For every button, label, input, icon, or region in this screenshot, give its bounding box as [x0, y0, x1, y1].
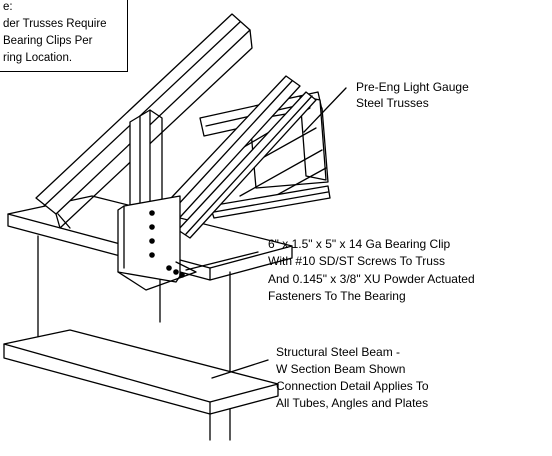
note-line: Bearing Clips Per — [3, 35, 93, 47]
beam-bottom-flange — [3, 329, 279, 441]
beam-leader — [211, 359, 269, 379]
clip-callout-line: 6" x 1.5" x 5" x 14 Ga Bearing Clip — [268, 237, 451, 251]
note-line: der Trusses Require — [3, 18, 107, 30]
back-truss — [199, 91, 331, 219]
beam-callout-line: Connection Detail Applies To — [276, 379, 429, 393]
truss-callout-line: Pre-Eng Light Gauge — [356, 80, 469, 94]
truss-callout-line: Steel Trusses — [356, 96, 429, 110]
note-line: ring Location. — [3, 52, 73, 64]
clip-callout-line: Fasteners To The Bearing — [268, 289, 406, 303]
leader-lines — [185, 87, 347, 379]
beam-callout-line: All Tubes, Angles and Plates — [276, 396, 429, 410]
bearing-clip — [117, 195, 197, 291]
beam-callout-line: Structural Steel Beam - — [276, 345, 401, 359]
beam-callout-line: W Section Beam Shown — [276, 362, 406, 376]
note-line: e: — [3, 1, 13, 13]
clip-leader — [185, 251, 259, 271]
truss-leader — [303, 87, 347, 133]
clip-callout-line: With #10 SD/ST Screws To Truss — [268, 254, 445, 268]
general-note-box: e: der Trusses Require Bearing Clips Per… — [0, 0, 128, 72]
clip-callout-line: And 0.145" x 3/8" XU Powder Actuated — [268, 272, 475, 286]
screw-fasteners — [149, 210, 185, 278]
truss-webs — [155, 75, 317, 239]
